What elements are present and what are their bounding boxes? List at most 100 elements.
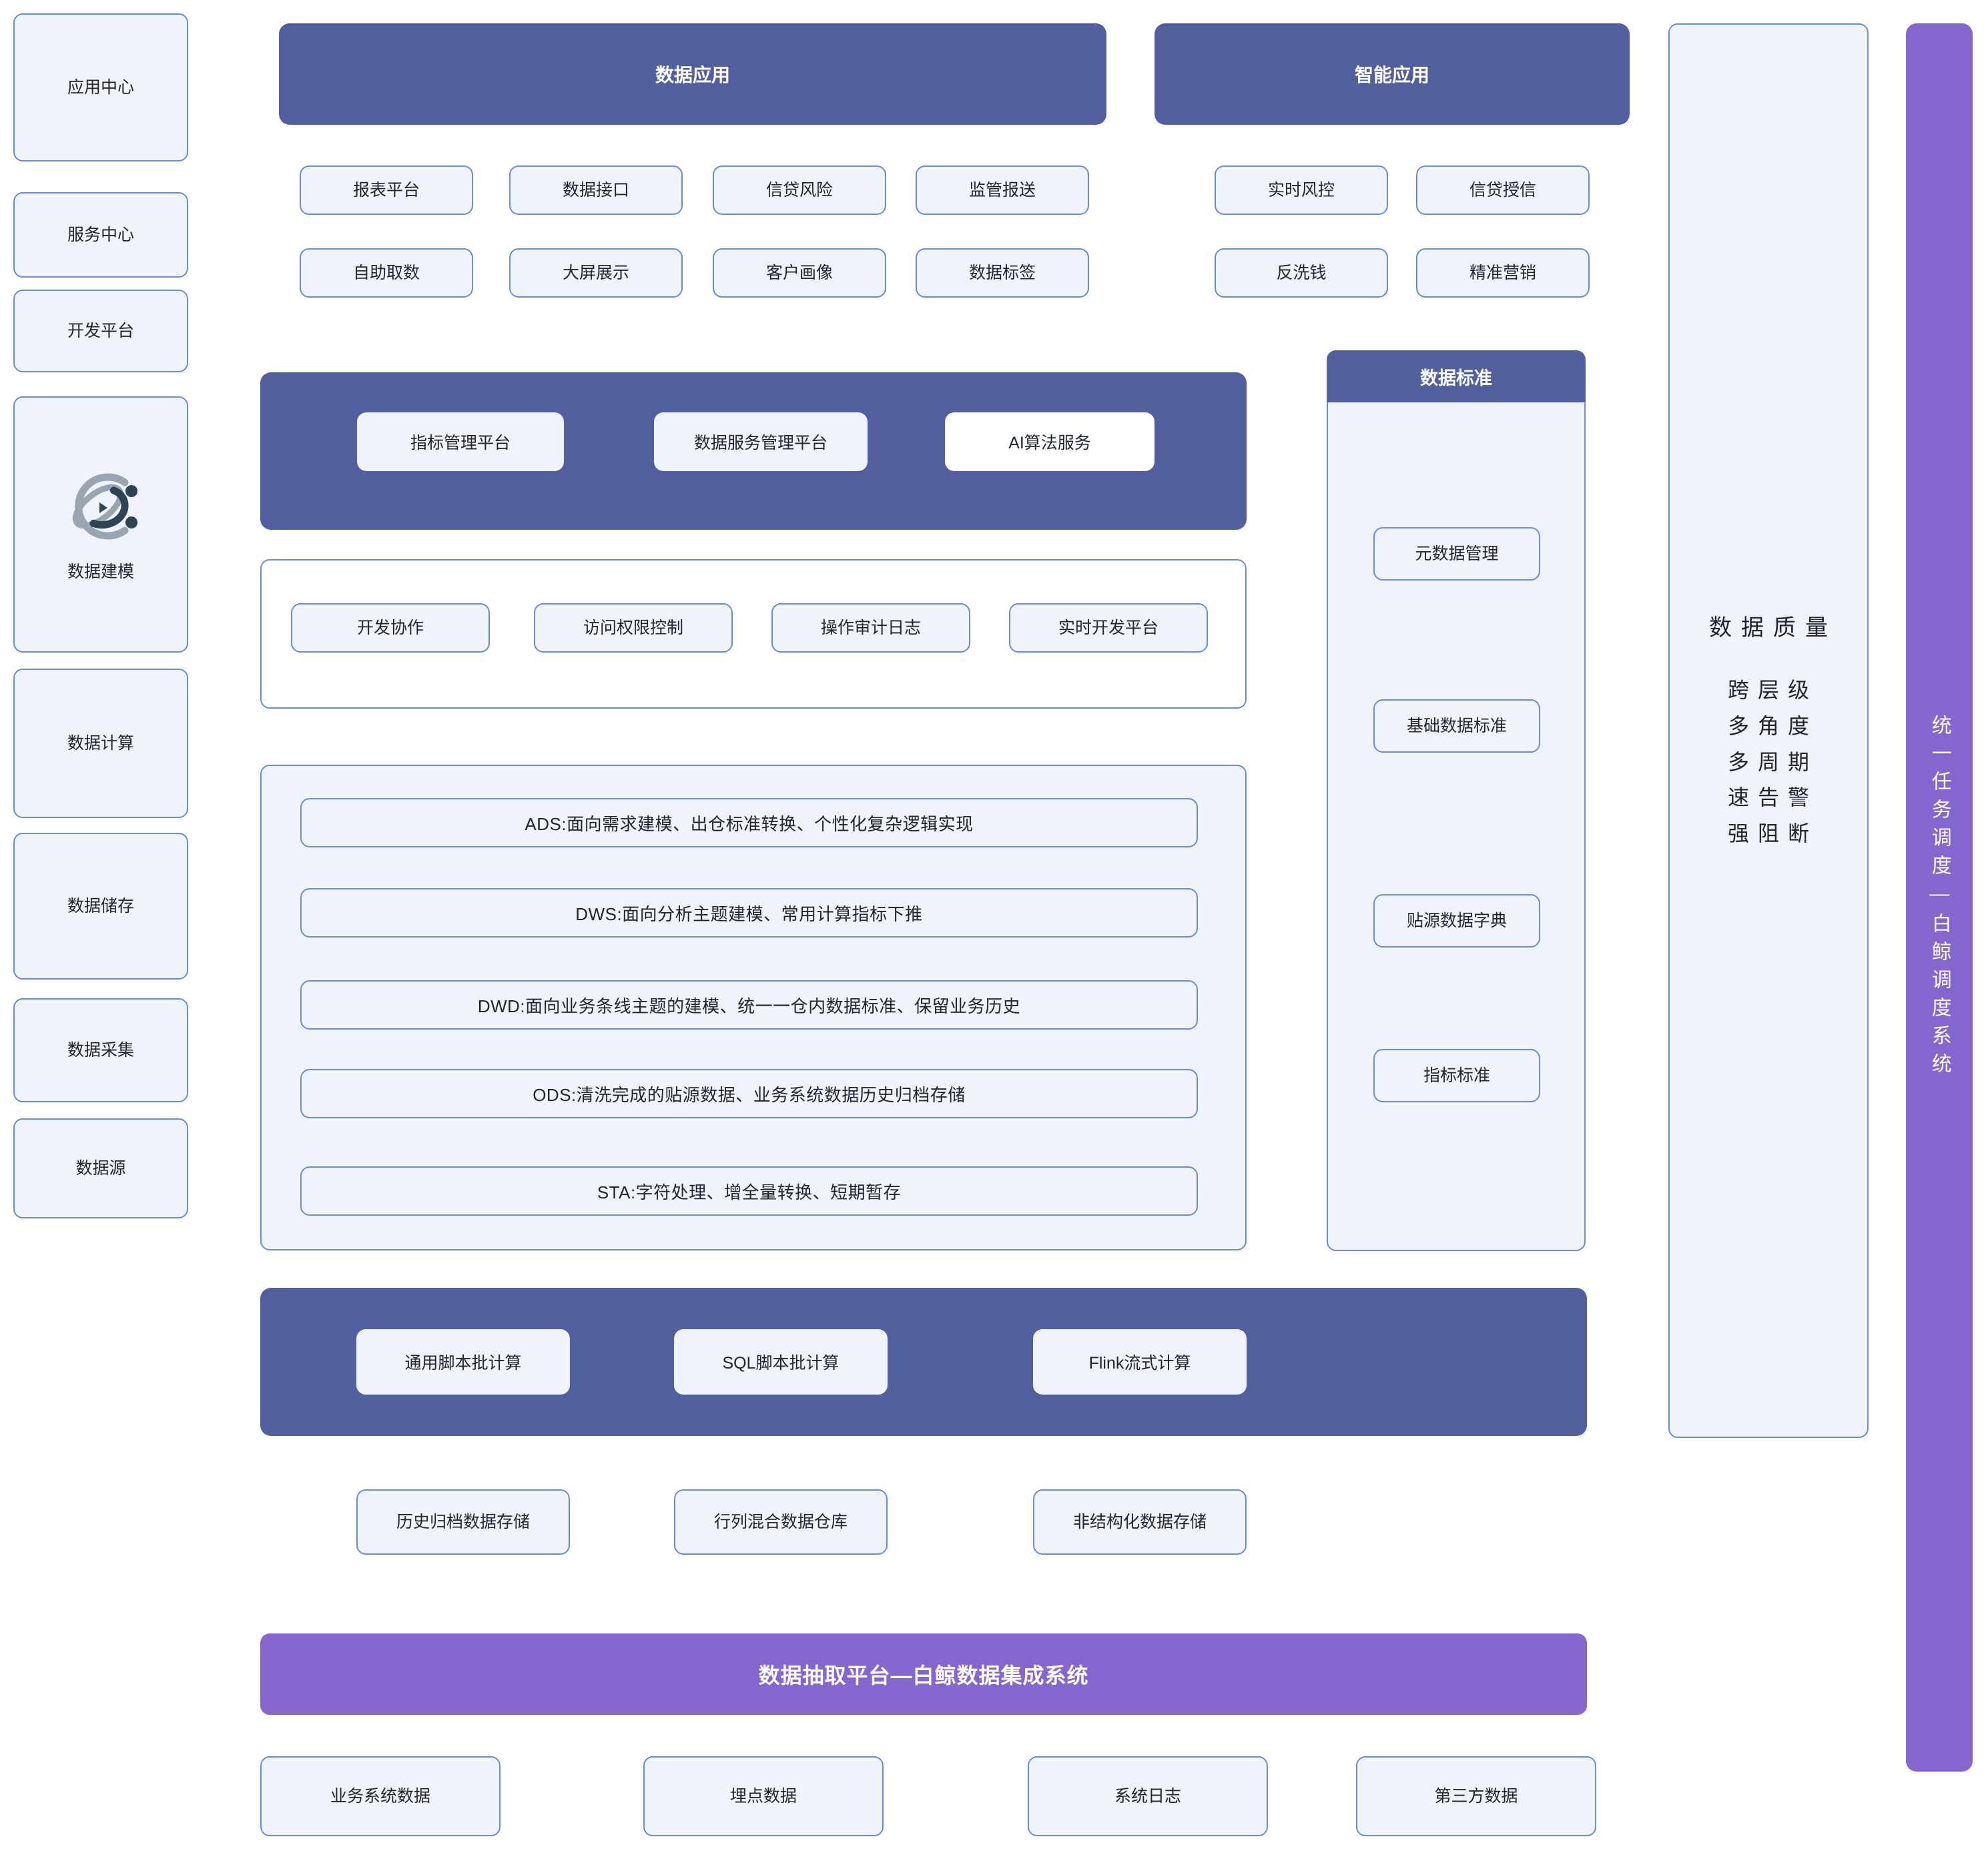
data-quality-line-4: 速告警 — [1727, 785, 1818, 810]
layer-label: DWS:面向分析主题建模、常用计算指标下推 — [575, 903, 923, 924]
rail-label: 数据计算 — [67, 733, 134, 753]
tile-label: SQL脚本批计算 — [722, 1354, 840, 1373]
tile-label: 非结构化数据存储 — [1072, 1512, 1207, 1531]
tile-label: 贴源数据字典 — [1406, 911, 1507, 930]
tile-label: Flink流式计算 — [1088, 1354, 1191, 1373]
layer-row-ads[interactable]: ADS:面向需求建模、出仓标准转换、个性化复杂逻辑实现 — [300, 798, 1198, 847]
tile-basic-data-standard[interactable]: 基础数据标准 — [1373, 699, 1540, 753]
tile-metric-management-platform[interactable]: 指标管理平台 — [357, 412, 564, 471]
tile-third-party-data[interactable]: 第三方数据 — [1356, 1756, 1596, 1836]
tile-label: 信贷授信 — [1469, 180, 1536, 200]
tile-anti-money-laundering[interactable]: 反洗钱 — [1215, 248, 1388, 298]
tile-business-system-data[interactable]: 业务系统数据 — [260, 1756, 501, 1836]
tile-label: 指标管理平台 — [410, 434, 511, 452]
rail-label: 数据建模 — [67, 563, 134, 581]
tile-access-permission-control[interactable]: 访问权限控制 — [534, 603, 733, 653]
rail-label: 服务中心 — [67, 225, 134, 244]
tile-data-interface[interactable]: 数据接口 — [509, 165, 683, 215]
tile-label: 数据服务管理平台 — [693, 434, 827, 452]
data-extraction-label: 数据抽取平台—白鲸数据集成系统 — [758, 1663, 1089, 1688]
band-title: 智能应用 — [1354, 65, 1429, 85]
tile-ai-algorithm-service[interactable]: AI算法服务 — [945, 412, 1154, 471]
tile-big-screen-display[interactable]: 大屏展示 — [509, 248, 683, 298]
atom-orbit-logo-icon — [61, 466, 141, 546]
tile-label: 元数据管理 — [1415, 544, 1499, 563]
rail-item-data-collection[interactable]: 数据采集 — [13, 998, 188, 1102]
layer-label: DWD:面向业务条线主题的建模、统一一仓内数据标准、保留业务历史 — [477, 996, 1021, 1016]
tile-label: 操作审计日志 — [820, 618, 921, 637]
tile-label: 精准营销 — [1469, 263, 1536, 282]
rail-item-data-compute[interactable]: 数据计算 — [13, 669, 188, 818]
tile-flink-stream-compute[interactable]: Flink流式计算 — [1033, 1329, 1247, 1395]
tile-source-data-dictionary[interactable]: 贴源数据字典 — [1373, 894, 1540, 948]
tile-metric-standard[interactable]: 指标标准 — [1373, 1049, 1540, 1102]
tile-label: 监管报送 — [968, 180, 1036, 200]
rail-label: 开发平台 — [67, 321, 134, 340]
tile-customer-profile[interactable]: 客户画像 — [713, 248, 886, 298]
tile-operation-audit-log[interactable]: 操作审计日志 — [771, 603, 970, 653]
tile-realtime-dev-platform[interactable]: 实时开发平台 — [1009, 603, 1208, 653]
tile-label: 数据标签 — [968, 263, 1036, 282]
tile-label: 业务系统数据 — [330, 1786, 430, 1806]
layer-row-sta[interactable]: STA:字符处理、增全量转换、短期暂存 — [300, 1166, 1198, 1216]
band-title: 数据应用 — [655, 65, 730, 85]
tile-credit-authorization[interactable]: 信贷授信 — [1416, 165, 1590, 215]
band-intelligent-application: 智能应用 — [1154, 23, 1630, 125]
tile-row-column-hybrid-warehouse[interactable]: 行列混合数据仓库 — [674, 1489, 888, 1555]
rail-item-service-center[interactable]: 服务中心 — [13, 192, 188, 278]
tile-label: 自助取数 — [352, 263, 420, 282]
tile-self-service-query[interactable]: 自助取数 — [300, 248, 473, 298]
tile-data-tag[interactable]: 数据标签 — [916, 248, 1089, 298]
tile-label: 大屏展示 — [562, 263, 629, 282]
tile-label: 指标标准 — [1423, 1066, 1490, 1085]
tile-history-archive-storage[interactable]: 历史归档数据存储 — [356, 1489, 570, 1555]
rail-item-data-storage[interactable]: 数据储存 — [13, 833, 188, 980]
tile-label: 系统日志 — [1114, 1786, 1181, 1806]
layer-row-dws[interactable]: DWS:面向分析主题建模、常用计算指标下推 — [300, 888, 1198, 938]
data-quality-line-2: 多角度 — [1727, 713, 1818, 738]
rail-label: 数据储存 — [67, 896, 134, 915]
tile-label: 基础数据标准 — [1406, 716, 1507, 735]
tile-label: 访问权限控制 — [583, 618, 683, 637]
tile-label: 客户画像 — [765, 263, 833, 282]
rail-item-data-source[interactable]: 数据源 — [13, 1118, 188, 1218]
tile-data-service-management-platform[interactable]: 数据服务管理平台 — [654, 412, 868, 471]
tile-label: AI算法服务 — [1008, 434, 1091, 452]
layer-label: ADS:面向需求建模、出仓标准转换、个性化复杂逻辑实现 — [525, 813, 974, 834]
layer-row-ods[interactable]: ODS:清洗完成的贴源数据、业务系统数据历史归档存储 — [300, 1069, 1198, 1118]
tile-metadata-management[interactable]: 元数据管理 — [1373, 527, 1540, 581]
tile-label: 通用脚本批计算 — [404, 1354, 522, 1373]
tile-general-script-batch-compute[interactable]: 通用脚本批计算 — [356, 1329, 570, 1395]
tile-system-log[interactable]: 系统日志 — [1028, 1756, 1268, 1836]
tile-sql-script-batch-compute[interactable]: SQL脚本批计算 — [674, 1329, 888, 1395]
band-data-extraction-platform: 数据抽取平台—白鲸数据集成系统 — [260, 1633, 1587, 1715]
tile-unstructured-data-storage[interactable]: 非结构化数据存储 — [1033, 1489, 1247, 1555]
rail-item-data-modeling[interactable]: 数据建模 — [13, 396, 188, 653]
tile-report-platform[interactable]: 报表平台 — [300, 165, 473, 215]
tile-credit-risk[interactable]: 信贷风险 — [713, 165, 886, 215]
tile-label: 实时风控 — [1267, 180, 1335, 200]
tile-precision-marketing[interactable]: 精准营销 — [1416, 248, 1590, 298]
scheduler-label: 统一任务调度—白鲸调度系统 — [1928, 714, 1951, 1081]
data-standard-title: 数据标准 — [1420, 368, 1492, 388]
data-quality-line-5: 强阻断 — [1727, 821, 1818, 846]
tile-label: 数据接口 — [562, 180, 629, 200]
tile-regulatory-report[interactable]: 监管报送 — [916, 165, 1089, 215]
tile-tracking-point-data[interactable]: 埋点数据 — [643, 1756, 884, 1836]
panel-data-quality: 数据质量 跨层级 多角度 多周期 速告警 强阻断 — [1668, 23, 1869, 1438]
tile-label: 历史归档数据存储 — [396, 1512, 530, 1531]
data-quality-title: 数据质量 — [1709, 615, 1837, 641]
data-quality-line-3: 多周期 — [1727, 749, 1818, 774]
panel-unified-task-scheduler: 统一任务调度—白鲸调度系统 — [1906, 23, 1973, 1772]
layer-row-dwd[interactable]: DWD:面向业务条线主题的建模、统一一仓内数据标准、保留业务历史 — [300, 980, 1198, 1030]
tile-label: 第三方数据 — [1434, 1786, 1518, 1806]
tile-dev-collaboration[interactable]: 开发协作 — [291, 603, 490, 653]
rail-label: 数据源 — [75, 1158, 126, 1178]
tile-realtime-risk-control[interactable]: 实时风控 — [1215, 165, 1388, 215]
rail-item-application-center[interactable]: 应用中心 — [13, 13, 188, 161]
layer-label: ODS:清洗完成的贴源数据、业务系统数据历史归档存储 — [533, 1084, 966, 1105]
rail-item-dev-platform[interactable]: 开发平台 — [13, 290, 188, 372]
tile-label: 报表平台 — [352, 180, 420, 200]
data-standard-header: 数据标准 — [1327, 350, 1586, 402]
